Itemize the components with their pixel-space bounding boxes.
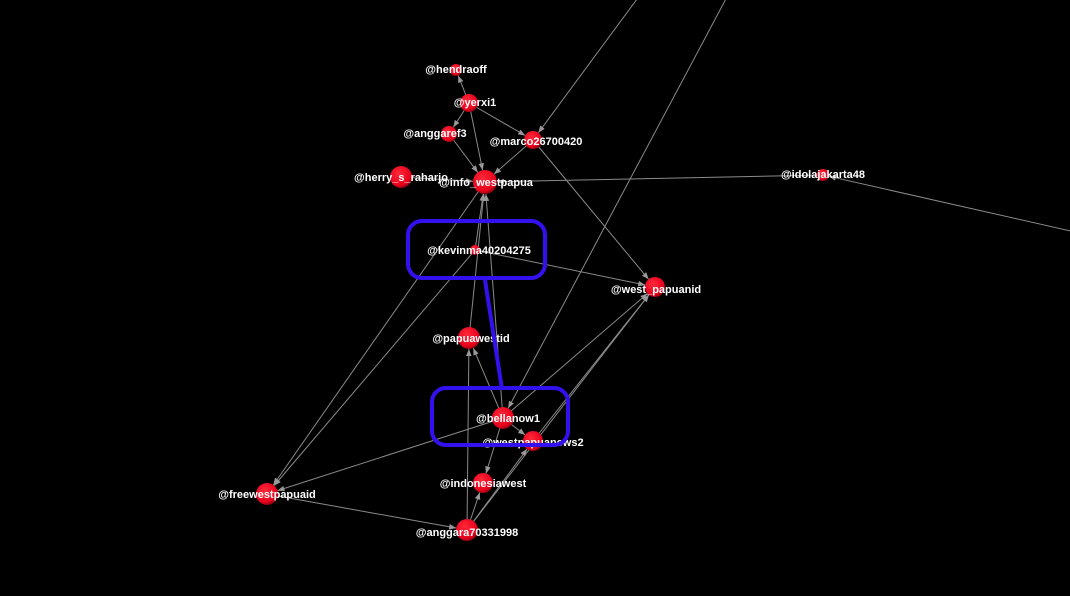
node-circle[interactable] [390, 166, 412, 188]
edge-anggara70331998-papuawestid [466, 348, 472, 531]
highlight-box-kevinma40204275 [406, 219, 547, 280]
node-anggaref3[interactable]: @anggaref3 [403, 126, 467, 142]
edge-bellanow1-freewestpapuaid [277, 417, 504, 492]
node-label: @indonesiawest [440, 478, 527, 490]
node-herry_s_raharjo[interactable]: @herry_s_raharjo [354, 166, 448, 188]
node-label: @kevinma40204275 [427, 245, 531, 257]
node-west_papuanid[interactable]: @west_papuanid [611, 277, 701, 297]
edge-kevinma40204275-west_papuanid [474, 249, 646, 287]
edge-anggara70331998-west_papuanid [466, 294, 650, 531]
node-yerxi1[interactable]: @yerxi1 [454, 94, 497, 112]
node-marco26700420[interactable]: @marco26700420 [490, 131, 583, 149]
node-label: @papuawestid [432, 333, 509, 345]
node-circle[interactable] [256, 483, 278, 505]
node-bellanow1[interactable]: @bellanow1 [476, 407, 540, 429]
node-freewestpapuaid[interactable]: @freewestpapuaid [218, 483, 316, 505]
highlight-box-bellanow1 [430, 386, 570, 447]
node-label: @info_westpapua [439, 177, 534, 189]
edge-offscreen-idolajakarta48 [828, 175, 1070, 232]
node-info_westpapua[interactable]: @info_westpapua [439, 170, 534, 194]
node-circle[interactable] [817, 169, 829, 181]
node-label: @marco26700420 [490, 136, 583, 148]
edge-yerxi1-info_westpapua [468, 102, 484, 171]
edge-offscreen-marco26700420 [537, 0, 637, 134]
node-indonesiawest[interactable]: @indonesiawest [440, 473, 527, 493]
node-circle[interactable] [458, 327, 480, 349]
edge-marco26700420-west_papuanid [532, 139, 649, 280]
node-idolajakarta48[interactable]: @idolajakarta48 [781, 169, 865, 181]
node-label: @hendraoff [425, 64, 487, 76]
node-circle[interactable] [460, 94, 478, 112]
node-circle[interactable] [441, 126, 457, 142]
node-circle[interactable] [645, 277, 665, 297]
edge-freewestpapuaid-anggara70331998 [266, 493, 457, 530]
edge-offscreen-bellanow1 [507, 0, 726, 409]
node-circle[interactable] [473, 170, 497, 194]
edge-bellanow1-west_papuanid [502, 293, 648, 419]
edge-papuawestid-info_westpapua [468, 193, 486, 339]
node-label: @yerxi1 [454, 97, 497, 109]
highlight-connector [483, 279, 504, 390]
node-label: @freewestpapuaid [218, 489, 316, 501]
edge-info_westpapua-freewestpapuaid [272, 181, 486, 486]
node-label: @anggaref3 [403, 128, 466, 140]
node-label: @idolajakarta48 [781, 169, 865, 181]
node-label: @anggara70331998 [416, 527, 518, 539]
node-circle[interactable] [470, 245, 480, 255]
node-anggara70331998[interactable]: @anggara70331998 [416, 519, 518, 541]
node-kevinma40204275[interactable]: @kevinma40204275 [427, 245, 531, 257]
edge-herry_s_raharjo-info_westpapua [400, 176, 474, 184]
edge-kevinma40204275-freewestpapuaid [273, 249, 476, 486]
edge-yerxi1-marco26700420 [468, 102, 526, 136]
node-hendraoff[interactable]: @hendraoff [425, 64, 487, 76]
edge-westpapuanews2-west_papuanid [532, 294, 650, 442]
node-circle[interactable] [473, 473, 493, 493]
edge-idolajakarta48-info_westpapua [496, 174, 824, 185]
node-circle[interactable] [524, 131, 542, 149]
node-label: @herry_s_raharjo [354, 172, 448, 184]
edge-bellanow1-papuawestid [472, 347, 504, 419]
node-circle[interactable] [450, 64, 462, 76]
node-circle[interactable] [492, 407, 514, 429]
node-label: @west_papuanid [611, 284, 701, 296]
node-label: @bellanow1 [476, 413, 540, 425]
node-circle[interactable] [456, 519, 478, 541]
node-papuawestid[interactable]: @papuawestid [432, 327, 510, 349]
